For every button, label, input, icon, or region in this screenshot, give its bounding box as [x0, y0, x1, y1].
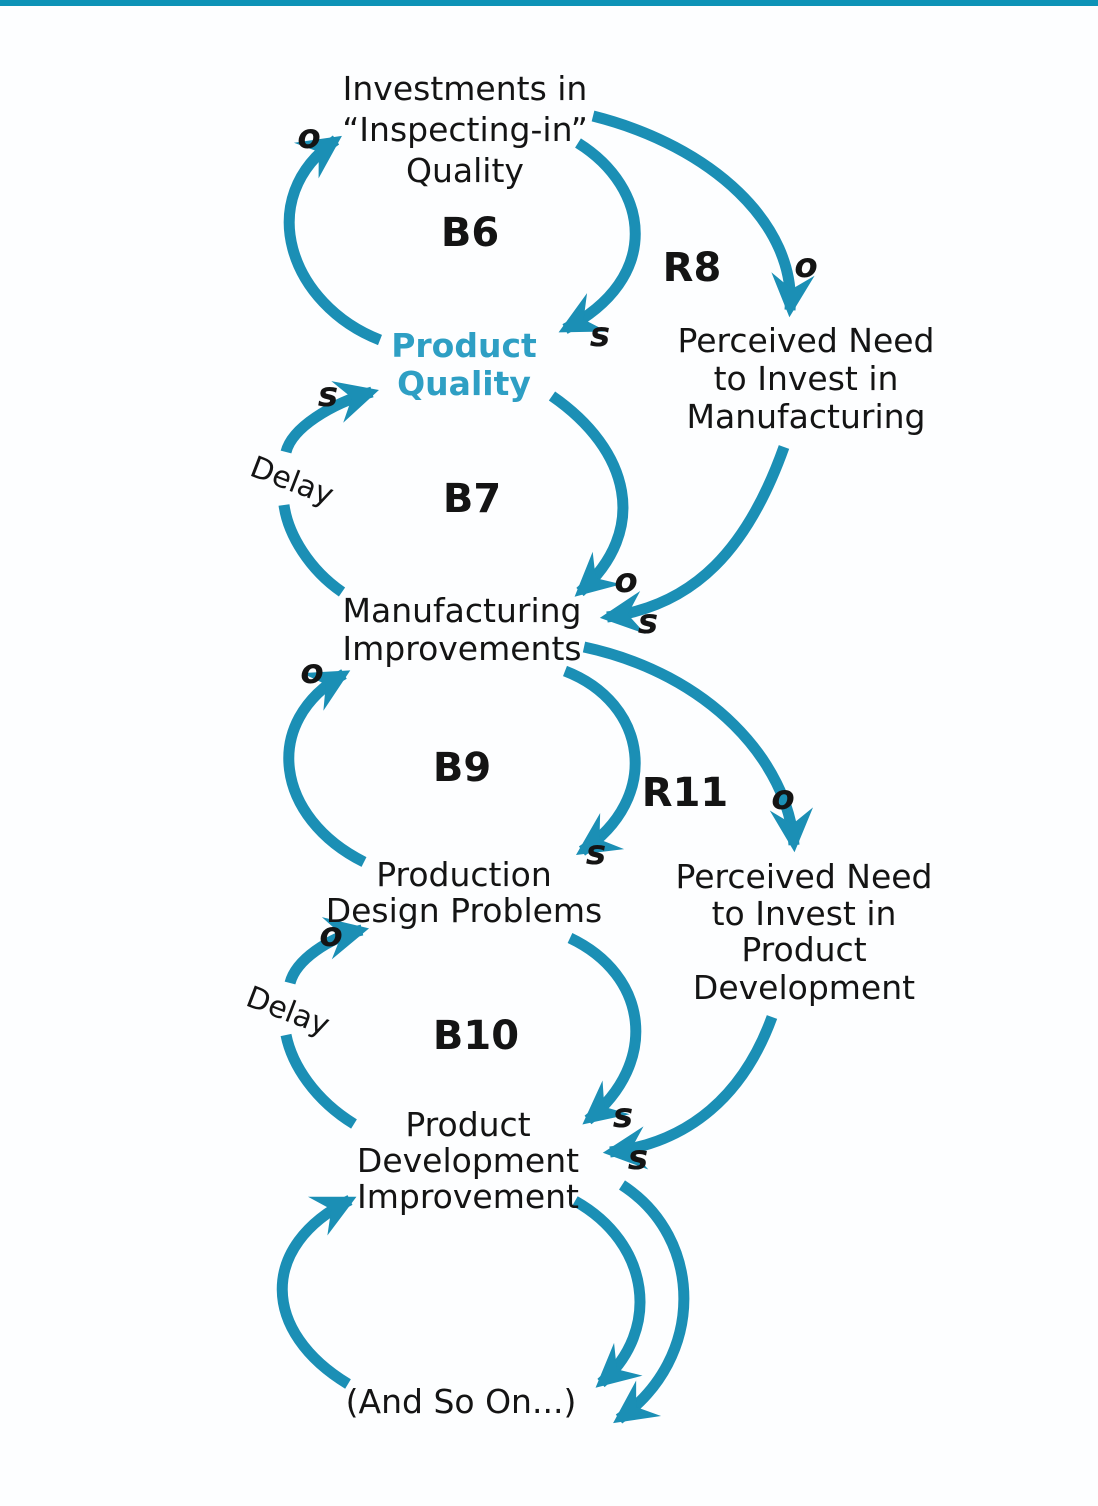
arrow-bottom-right-outer [613, 1180, 690, 1424]
node-line: Quality [397, 364, 531, 403]
arrow-bottom-right-inner [572, 1196, 646, 1388]
node-line: Improvements [342, 629, 581, 668]
node-line: Perceived Need [678, 321, 935, 360]
node-line: Development [357, 1141, 579, 1180]
polarity-b9-s: s [586, 833, 606, 873]
polarity-b7-s: s [318, 375, 338, 415]
node-line: Improvement [357, 1177, 579, 1216]
arrow-b9-right [562, 665, 641, 856]
polarity-b6-s: s [590, 315, 610, 355]
polarity-pd-in-s: s [628, 1138, 648, 1178]
polarity-b7-o: o [614, 561, 637, 601]
loop-label-r8: R8 [663, 245, 722, 291]
arrow-b7-right [548, 391, 629, 597]
top-border-rule [0, 0, 1098, 6]
node-investments-inspecting-quality: Investments in “Inspecting-in” Quality [342, 69, 588, 190]
node-product-development-improvement: Product Development Improvement [357, 1105, 579, 1216]
arrow-b7-left-lower [278, 504, 346, 597]
loop-label-r11: R11 [642, 770, 728, 816]
loop-label-b10: B10 [433, 1013, 519, 1059]
node-production-design-problems: Production Design Problems [326, 855, 603, 930]
arrow-perceived-mfg-to-improvements [599, 445, 790, 635]
arrow-b10-left-upper [284, 917, 370, 985]
node-line: to Invest in [714, 359, 899, 398]
node-line: to Invest in [712, 894, 897, 933]
node-line: Product [391, 326, 537, 365]
node-line: (And So On...) [346, 1382, 577, 1421]
arrow-b6-right [558, 138, 641, 334]
polarity-r11-o: o [771, 778, 794, 818]
node-perceived-need-product-development: Perceived Need to Invest in Product Deve… [676, 857, 933, 1007]
node-line: Design Problems [326, 891, 603, 930]
polarity-b9-o: o [300, 652, 323, 692]
polarity-b10-s: s [613, 1096, 633, 1136]
node-manufacturing-improvements: Manufacturing Improvements [342, 591, 581, 668]
loop-label-b7: B7 [443, 476, 501, 522]
node-line: Development [693, 968, 915, 1007]
node-line: Manufacturing [343, 591, 582, 630]
node-product-quality: Product Quality [391, 326, 537, 403]
arrow-b7-left-upper [280, 381, 379, 454]
node-line: Perceived Need [676, 857, 933, 896]
node-line: “Inspecting-in” [342, 110, 588, 149]
node-line: Product [405, 1105, 530, 1144]
arrow-b6-left [283, 135, 382, 346]
arrow-r8 [591, 110, 815, 318]
node-perceived-need-manufacturing: Perceived Need to Invest in Manufacturin… [678, 321, 935, 436]
polarity-b10-o: o [319, 915, 342, 955]
delay-label-b7: Delay [245, 450, 338, 514]
arrow-bottom-left [276, 1195, 357, 1389]
node-line: Investments in [343, 69, 588, 108]
arrow-r11 [582, 641, 813, 853]
node-and-so-on: (And So On...) [346, 1382, 577, 1421]
delay-label-b10: Delay [241, 980, 334, 1044]
loop-label-b9: B9 [433, 745, 491, 791]
loop-label-b6: B6 [441, 210, 499, 256]
node-line: Quality [406, 151, 524, 190]
node-line: Manufacturing [687, 397, 926, 436]
node-line: Production [376, 855, 552, 894]
polarity-mfg-in-s: s [638, 602, 658, 642]
arrow-b10-left-lower [280, 1033, 357, 1129]
arrow-b9-left [283, 669, 367, 867]
polarity-b6-o: o [297, 117, 320, 157]
polarity-r8-o: o [794, 246, 817, 286]
arrow-b10-right [567, 933, 642, 1125]
arrow-perceived-pd-to-improvement [602, 1015, 778, 1170]
node-line: Product [741, 930, 866, 969]
